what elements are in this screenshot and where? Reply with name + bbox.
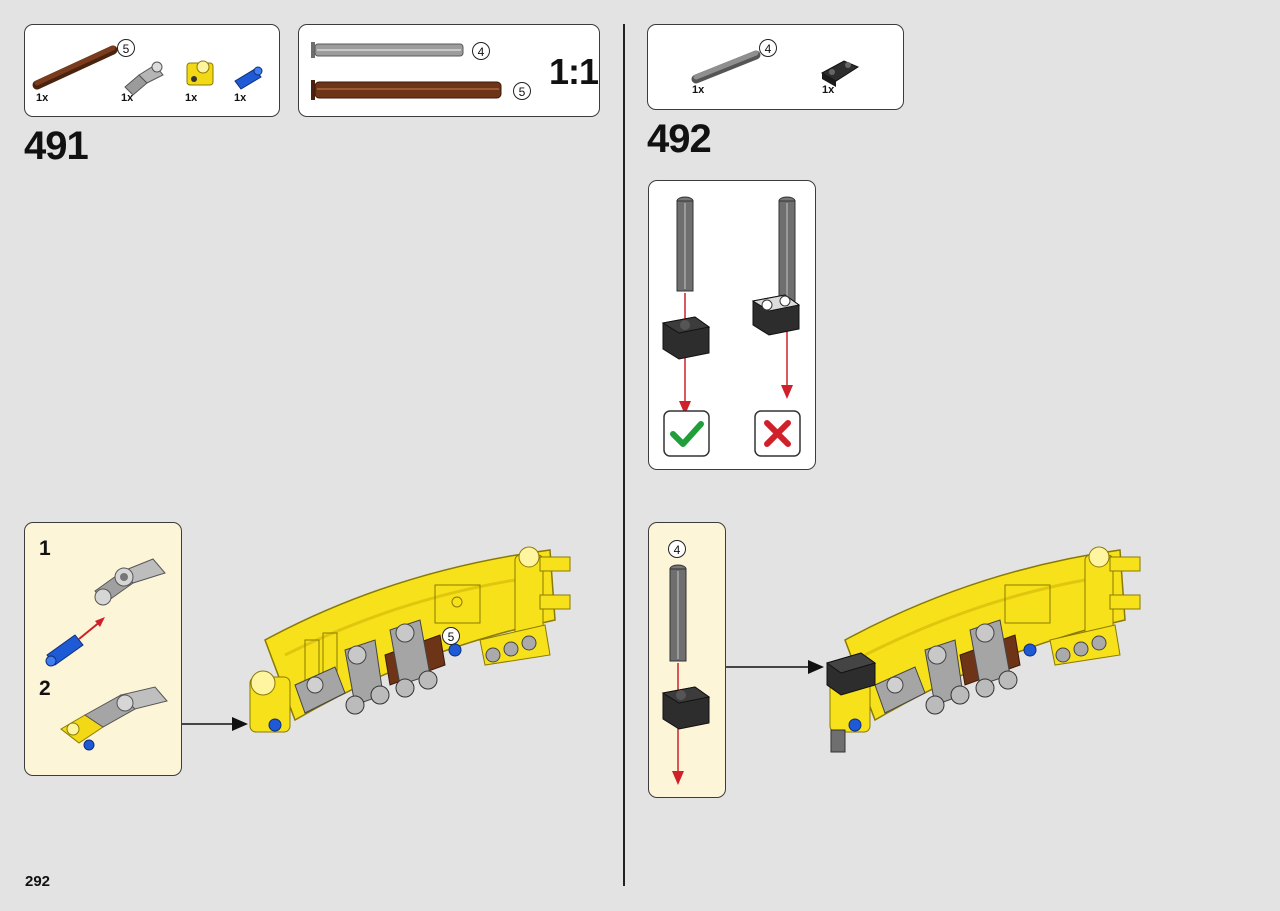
assembly-arrow-491 (182, 717, 248, 731)
cross-mark-icon (754, 410, 801, 457)
parts-list-492: 4 1x 1x (647, 24, 904, 110)
page-number: 292 (25, 873, 51, 890)
substep-1-illustration (45, 558, 166, 667)
callout-brown-axle-length: 5 (513, 82, 531, 100)
step-number-491: 491 (24, 124, 89, 168)
step-number-492: 492 (647, 117, 712, 161)
substep-number-1: 1 (39, 537, 51, 560)
qty-blue-pin: 1x (234, 92, 247, 104)
orientation-hint-box (648, 180, 816, 470)
model-492 (825, 546, 1141, 753)
page-divider (623, 24, 625, 886)
qty-gray-axle-492: 1x (692, 84, 705, 96)
assembly-arrow-492 (726, 660, 824, 674)
subassembly-box-492: 4 (648, 522, 726, 798)
callout-axle-length: 5 (117, 39, 135, 57)
subassembly-box-491: 1 2 (24, 522, 182, 776)
scale-guide-box: 4 5 1:1 (298, 24, 600, 117)
brown-axle-part (32, 45, 118, 90)
model-491 (249, 546, 571, 733)
axle-liftarm-illustration (661, 564, 711, 785)
gray-axle-scale (311, 42, 464, 58)
substep-2-illustration (60, 686, 168, 751)
scale-label: 1:1 (549, 51, 599, 92)
check-mark-icon (663, 410, 710, 457)
substep-number-2: 2 (39, 677, 51, 700)
correct-orientation-illustration (661, 196, 711, 415)
incorrect-orientation-illustration (751, 196, 801, 399)
parts-list-491: 5 1x 1x 1x 1x (24, 24, 280, 117)
callout-step-491: 5 (442, 627, 460, 645)
qty-black-liftarm: 1x (822, 84, 835, 96)
qty-yellow-block: 1x (185, 92, 198, 104)
gray-axle-part (691, 50, 761, 84)
callout-gray-axle-length: 4 (472, 42, 490, 60)
brown-axle-scale (311, 80, 502, 100)
callout-step-492: 4 (668, 540, 686, 558)
blue-pin-part (234, 66, 263, 90)
black-liftarm-part (820, 60, 860, 87)
callout-gray-axle-492: 4 (759, 39, 777, 57)
gray-angled-connector-part (124, 61, 164, 96)
qty-brown-axle: 1x (36, 92, 49, 104)
yellow-cross-block-part (186, 60, 214, 86)
qty-gray-connector: 1x (121, 92, 134, 104)
